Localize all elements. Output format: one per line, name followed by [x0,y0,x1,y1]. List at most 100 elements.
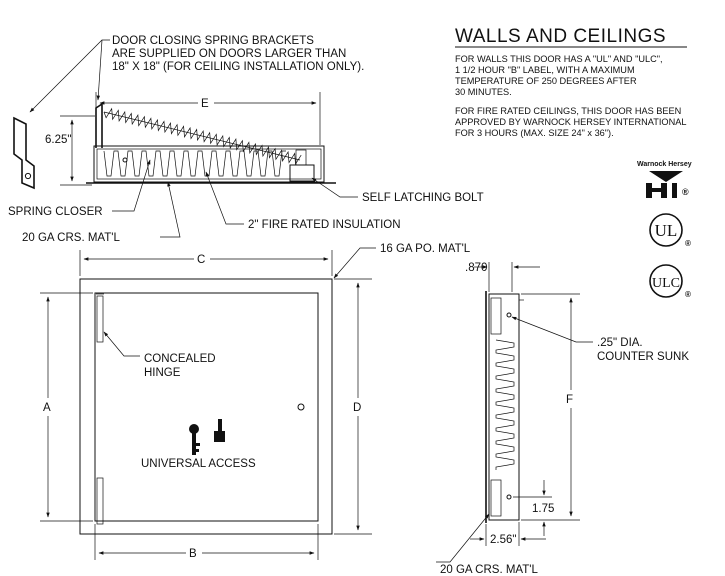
callout-text: 20 GA CRS. MAT'L [22,232,120,244]
logo-bar-shape [646,188,667,192]
access-key-icon [189,424,200,455]
spring-bracket-part [13,116,35,190]
hex-key-icon [214,419,225,442]
universal-access-label: UNIVERSAL ACCESS [141,458,256,470]
concealed-hinge-callout: CONCEALED HINGE [103,331,216,379]
ul-circle [649,213,683,247]
ceiling-note-line: FOR 3 HOURS (MAX. SIZE 24" x 36"). [455,128,614,138]
spring-bracket-callout: DOOR CLOSING SPRING BRACKETS ARE SUPPLIE… [29,35,364,113]
countersunk-hole [506,494,512,500]
hinge-bottom [490,479,502,517]
callout-text: 20 GA CRS. MAT'L [440,564,538,576]
spring-closer-callout: SPRING CLOSER [8,159,151,218]
self-latching-bolt-callout: SELF LATCHING BOLT [311,177,484,204]
latch-bolt-body [289,164,315,182]
leader-line [333,247,376,279]
leader-line [103,331,140,357]
logo-bar-shape [672,183,677,198]
fire-insulation-wave [495,339,515,470]
ulc-letters: ULC [652,276,680,291]
dimension-f: F [521,293,580,521]
spring-closer-coil [103,107,302,166]
ulc-logo: ULC ® [649,264,691,299]
ulc-circle [649,264,683,298]
door-section-view [86,145,336,184]
ul-logo: UL ® [649,213,691,248]
dimension-label: E [201,98,209,110]
crs-top-callout: 20 GA CRS. MAT'L [22,181,181,244]
callout-line: DOOR CLOSING SPRING BRACKETS [112,35,314,47]
dimension-label: 2.56" [490,534,516,546]
leader-line [29,39,110,113]
latch-bolt-housing [295,149,307,166]
wall-note-line: TEMPERATURE OF 250 DEGREES AFTER [455,76,637,86]
callout-text: SELF LATCHING BOLT [362,192,484,204]
wall-rating-note: FOR WALLS THIS DOOR HAS A "UL" AND "ULC"… [455,54,663,97]
callout-line: CONCEALED [144,353,216,365]
frame-inner [94,292,319,522]
dimension-label: .870 [465,262,487,274]
hinge-top [96,295,104,343]
ceiling-note-line: APPROVED BY WARNOCK HERSEY INTERNATIONAL [455,117,686,127]
latch-keyhole [297,403,305,411]
spring-coils [103,107,302,166]
po-mat-callout: 16 GA PO. MAT'L [333,243,471,279]
wall-note-line: 30 MINUTES. [455,87,512,97]
logo-chevron-shape [649,171,683,182]
hinge-pin [122,157,128,163]
warnock-hersey-logo: Warnock Hersey ® [637,161,692,198]
registered-mark: ® [682,187,689,197]
dimension-label: 6.25" [45,134,71,146]
dimension-870: .870 [465,262,540,292]
dimension-e: E [95,92,321,145]
fire-insulation-wave [103,150,286,177]
dimension-label: 1.75 [532,503,554,515]
wall-note-line: FOR WALLS THIS DOOR HAS A "UL" AND "ULC"… [455,54,663,64]
dimension-label: C [197,254,205,266]
countersunk-hole [506,312,512,318]
registered-mark: ® [685,290,691,299]
key-tooth [196,443,200,446]
callout-line: ARE SUPPLIED ON DOORS LARGER THAN [112,48,346,60]
mounted-bracket [95,102,103,148]
warnock-hersey-wordmark: Warnock Hersey [637,161,692,168]
wall-note-line: 1 1/2 HOUR "B" LABEL, WITH A MAXIMUM [455,65,635,75]
key-shaft [192,433,196,455]
dimension-625: 6.25" [45,115,95,186]
registered-mark: ® [685,239,691,248]
dimension-label: D [353,402,361,414]
hex-key-head [214,431,225,442]
spring-axis [103,111,301,161]
callout-line: HINGE [144,367,181,379]
dimension-label: F [566,394,573,406]
leader-line [311,177,358,198]
callout-text: 16 GA PO. MAT'L [380,243,471,255]
dimension-a: A [40,292,93,522]
hex-key-shaft [218,419,222,432]
hinge-bottom [96,477,104,525]
dimension-256: 2.56" [470,522,546,546]
leader-line [436,513,490,563]
dimension-label: B [189,548,197,560]
callout-line: 18" X 18" (FOR CEILING INSTALLATION ONLY… [112,61,364,73]
callout-text: 2" FIRE RATED INSULATION [248,219,401,231]
bracket-hole [24,172,32,180]
callout-line: .25" DIA. [597,337,643,349]
door-front-view [79,278,333,535]
ul-letters: UL [655,221,678,240]
leader-line [160,181,181,238]
dimension-b: B [94,524,319,560]
panel-outline [93,145,325,183]
ceiling-note-line: FOR FIRE RATED CEILINGS, THIS DOOR HAS B… [455,106,681,116]
page-title: WALLS AND CEILINGS [455,26,666,47]
ceiling-rating-note: FOR FIRE RATED CEILINGS, THIS DOOR HAS B… [455,106,686,138]
insulation-callout: 2" FIRE RATED INSULATION [205,171,401,231]
dimension-d: D [334,278,372,535]
hinge-top [490,297,502,335]
dimension-175: 1.75 [513,480,554,536]
leader-line [96,39,103,101]
panel-body [488,293,520,521]
callout-line: COUNTER SUNK [597,351,689,363]
countersunk-callout: .25" DIA. COUNTER SUNK [511,316,689,363]
